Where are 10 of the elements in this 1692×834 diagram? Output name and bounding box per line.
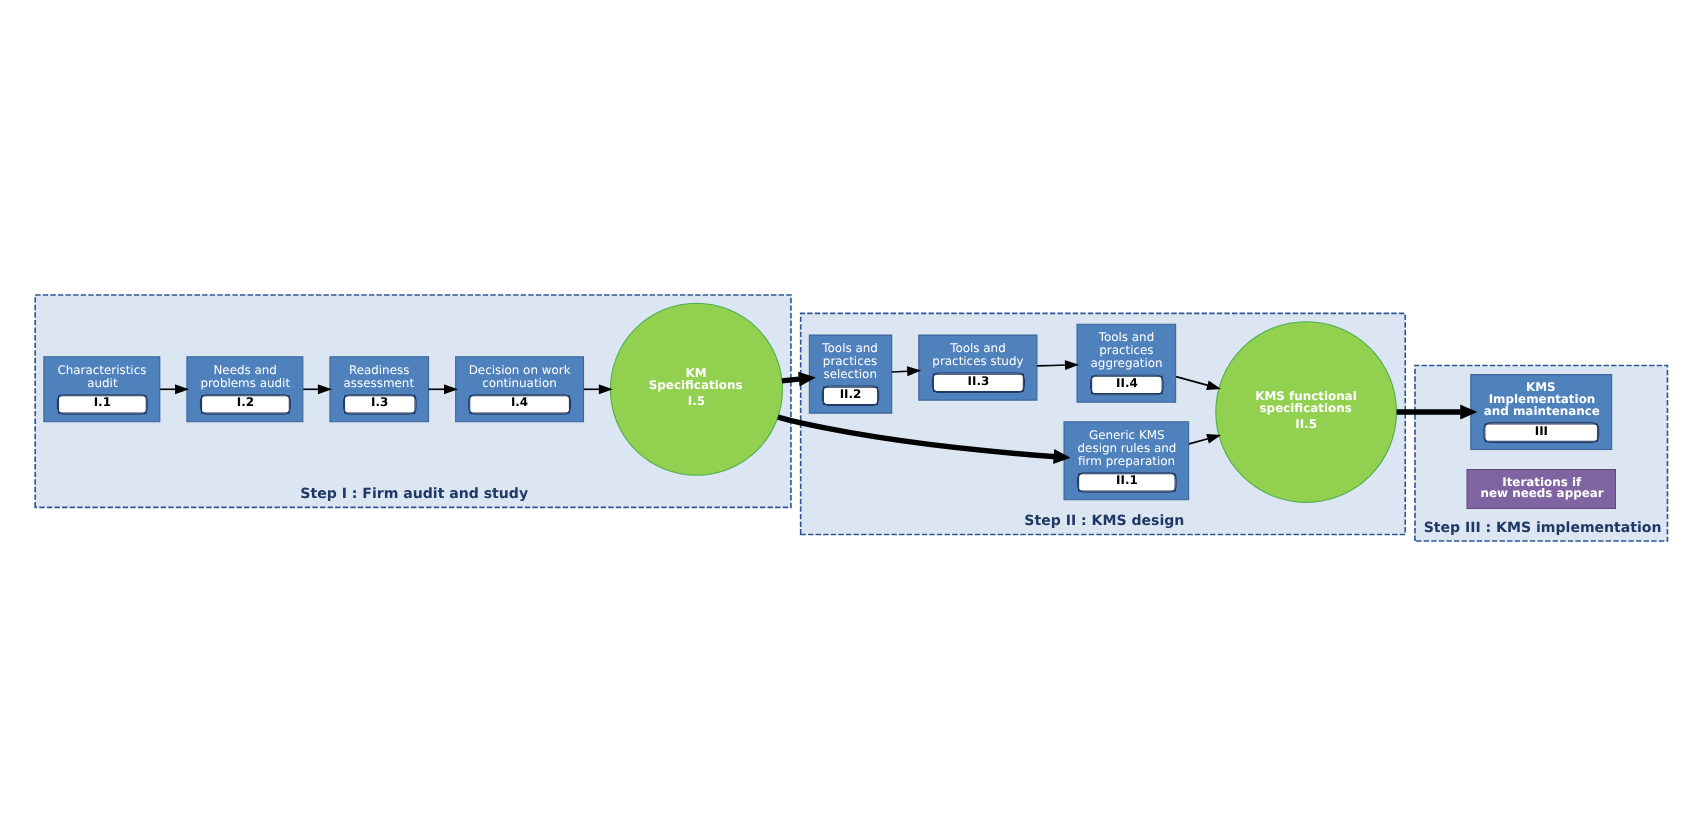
arrow bbox=[301, 383, 332, 394]
arrow bbox=[1395, 403, 1477, 419]
arrow bbox=[1174, 374, 1221, 389]
arrow bbox=[780, 370, 815, 386]
arrow bbox=[158, 383, 189, 394]
arrow bbox=[1035, 359, 1079, 369]
arrow bbox=[581, 383, 612, 394]
arrow bbox=[776, 413, 1070, 463]
arrow bbox=[1187, 433, 1221, 444]
arrow bbox=[426, 383, 458, 394]
